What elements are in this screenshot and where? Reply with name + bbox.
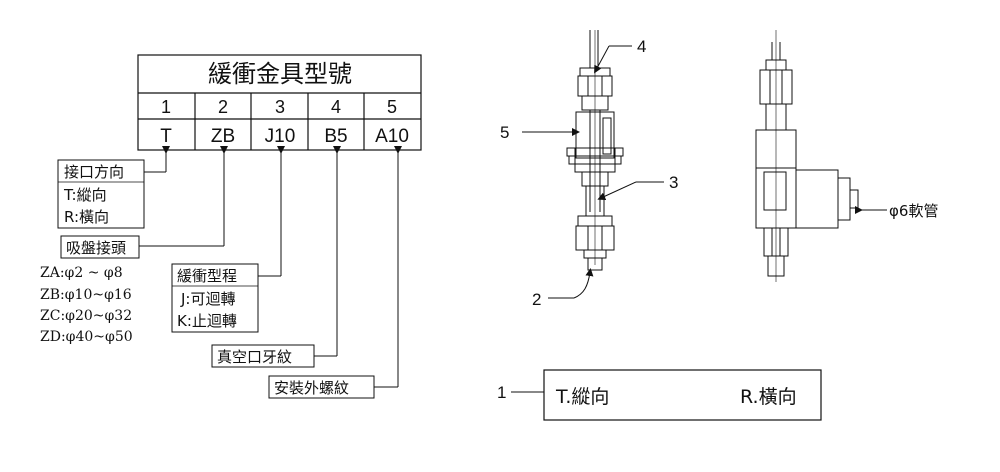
- legend-vacuum-title: 真空口牙紋: [217, 348, 292, 366]
- direction-horizontal: R.橫向: [740, 386, 797, 408]
- legend-buffer-stroke: 緩衝型程 J:可迴轉 K:止迴轉: [171, 263, 259, 333]
- legend-suction-option: ZB:φ10~φ16: [40, 287, 132, 303]
- leader-lines: [139, 146, 402, 388]
- callout-leaders: [522, 45, 664, 299]
- direction-box-index: 1: [497, 383, 506, 402]
- hose-label: φ6軟管: [889, 202, 938, 220]
- code-vacuum-thread: B5: [324, 126, 347, 147]
- legend-mount-thread: 安裝外螺紋: [268, 375, 375, 399]
- position-4: 4: [331, 97, 341, 117]
- legend-suction-option: ZD:φ40~φ50: [40, 329, 133, 345]
- horizontal-fitting-drawing: [755, 30, 859, 282]
- position-2: 2: [218, 97, 228, 117]
- legend-stroke-title: 緩衝型程: [177, 267, 237, 285]
- position-5: 5: [387, 97, 397, 117]
- position-3: 3: [275, 97, 285, 117]
- vertical-fitting-drawing: [566, 30, 624, 271]
- legend-suction-cup: 吸盤接頭 ZA:φ2 ~ φ8 ZB:φ10~φ16 ZC:φ20~φ32 ZD…: [40, 235, 140, 345]
- legend-mount-title: 安裝外螺紋: [274, 379, 349, 397]
- code-stroke: J10: [265, 126, 296, 147]
- legend-connection-direction: 接口方向 T:縱向 R:橫向: [57, 159, 145, 229]
- legend-vacuum-thread: 真空口牙紋: [211, 344, 315, 368]
- legend-stroke-option: K:止迴轉: [177, 312, 237, 330]
- legend-suction-title: 吸盤接頭: [66, 239, 126, 257]
- legend-connection-option: T:縱向: [63, 186, 107, 204]
- callout-5: 5: [500, 123, 509, 142]
- legend-connection-title: 接口方向: [64, 163, 124, 181]
- legend-connection-option: R:橫向: [64, 208, 109, 226]
- legend-suction-option: ZC:φ20~φ32: [40, 308, 132, 324]
- direction-box: [511, 369, 822, 421]
- callout-3: 3: [669, 173, 678, 192]
- code-suction-cup: ZB: [211, 126, 235, 147]
- legend-suction-option: ZA:φ2 ~ φ8: [40, 265, 123, 281]
- position-1: 1: [161, 97, 171, 117]
- code-mount-thread: A10: [375, 126, 409, 147]
- direction-vertical: T.縱向: [555, 386, 609, 408]
- legend-stroke-option: J:可迴轉: [180, 290, 235, 308]
- callout-4: 4: [637, 37, 646, 56]
- code-connection: T: [160, 126, 172, 147]
- callout-2: 2: [532, 290, 541, 309]
- table-title: 緩衝金具型號: [208, 60, 352, 88]
